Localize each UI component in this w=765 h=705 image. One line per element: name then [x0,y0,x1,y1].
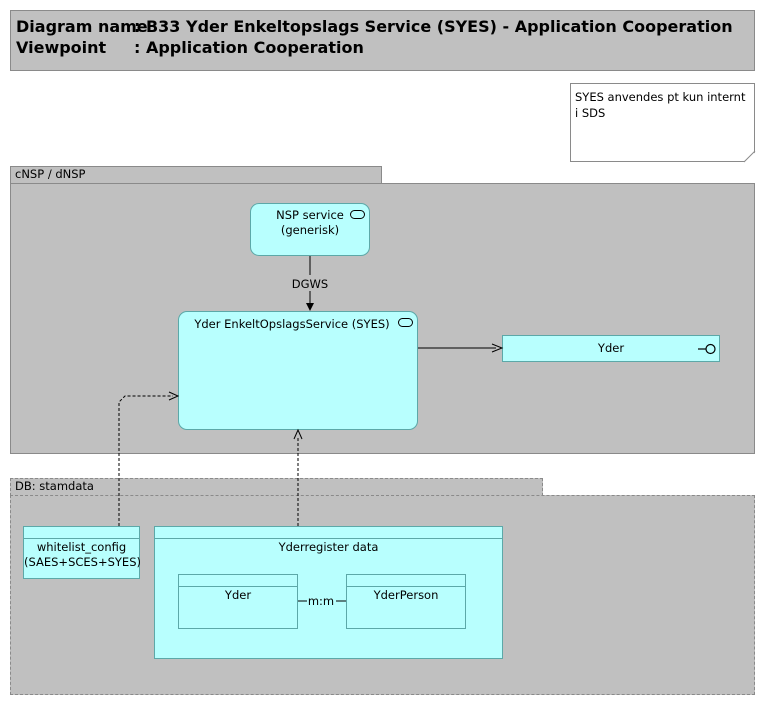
diagram-name-row: Diagram name: B33 Yder Enkeltopslags Ser… [16,17,733,36]
note[interactable]: SYES anvendes pt kun internt i SDS [570,83,755,162]
data-object-header [347,575,465,587]
group-db-tab[interactable]: DB: stamdata [10,478,543,496]
syes-service[interactable]: Yder EnkeltOpslagsService (SYES) [178,311,418,430]
dgws-label: DGWS [291,277,329,291]
yder-interface[interactable]: Yder [502,335,720,362]
diagram-header: Diagram name: B33 Yder Enkeltopslags Ser… [10,10,755,71]
note-text: SYES anvendes pt kun internt i SDS [575,90,746,120]
yderperson-label: YderPerson [373,588,439,602]
data-object-header [155,527,502,539]
whitelist-label-1: whitelist_config [36,540,127,554]
nsp-service-label-2: (generisk) [280,223,340,237]
yder-data-label: Yder [224,588,252,602]
viewpoint-row: Viewpoint : Application Cooperation [16,38,364,57]
yder-data[interactable]: Yder [178,574,298,629]
group-nsp-tab[interactable]: cNSP / dNSP [10,166,382,184]
note-fold-corner [744,151,756,163]
nsp-service-label-1: NSP service [276,208,344,222]
viewpoint-value: : Application Cooperation [134,38,364,57]
whitelist-label-2: (SAES+SCES+SYES) [24,555,141,569]
data-object-header [24,527,139,539]
diagram-name-key: Diagram name [16,17,148,36]
diagram-name-value: : B33 Yder Enkeltopslags Service (SYES) … [134,17,733,36]
yderregister-label: Yderregister data [278,540,379,554]
syes-label: Yder EnkeltOpslagsService (SYES) [194,317,390,331]
interface-icon [698,343,716,355]
group-nsp-label: cNSP / dNSP [15,167,86,181]
yderperson-data[interactable]: YderPerson [346,574,466,629]
nsp-service[interactable]: NSP service (generisk) [250,203,370,256]
mm-label: m:m [307,594,335,608]
viewpoint-key: Viewpoint [16,38,107,57]
service-icon [350,210,365,219]
data-object-header [179,575,297,587]
group-db-label: DB: stamdata [15,479,94,493]
service-icon [398,318,413,327]
yder-interface-label: Yder [597,341,625,355]
whitelist-config[interactable]: whitelist_config (SAES+SCES+SYES) [23,526,141,579]
